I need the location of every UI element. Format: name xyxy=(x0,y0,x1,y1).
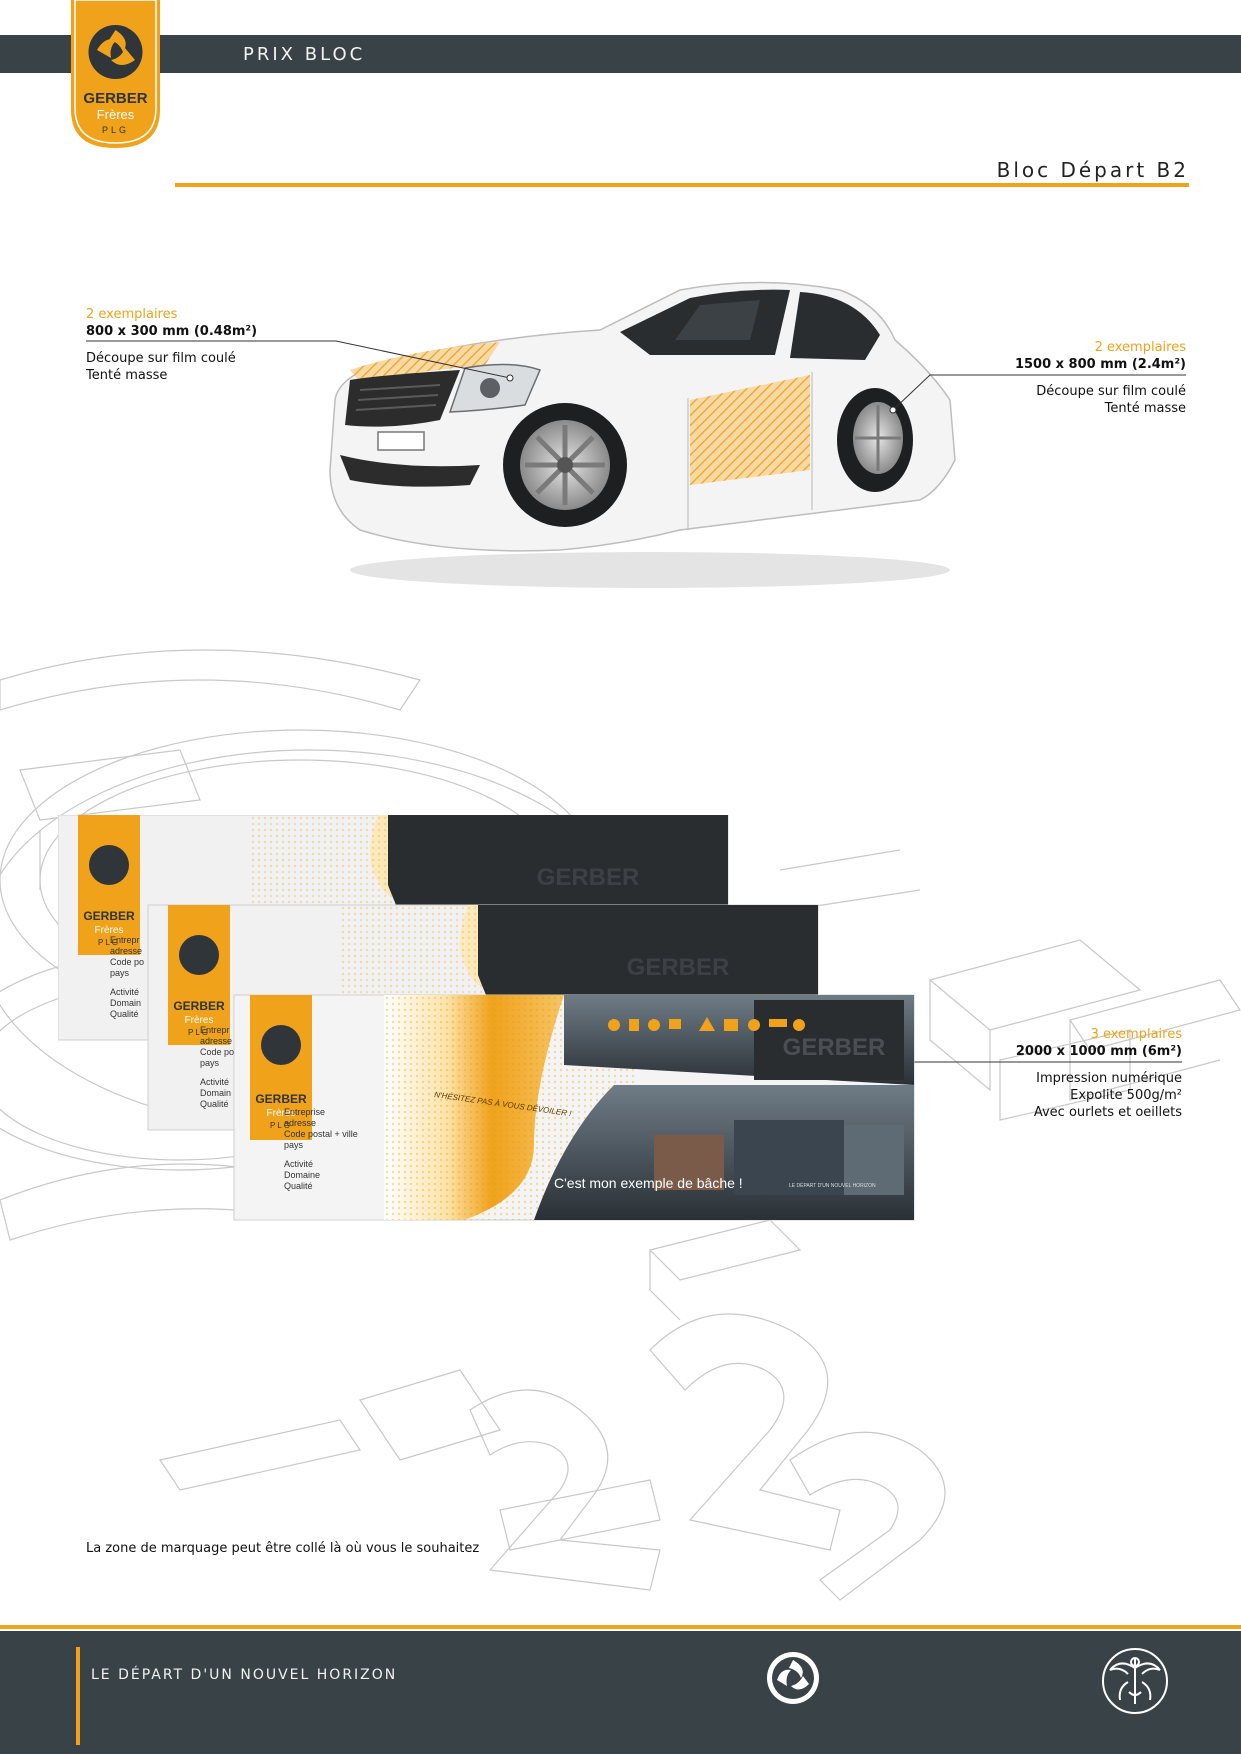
marking-note: La zone de marquage peut être collé là o… xyxy=(86,1541,480,1556)
svg-text:PLG: PLG xyxy=(98,938,120,947)
callout-banner-desc-1: Impression numérique xyxy=(1036,1071,1182,1086)
svg-text:Entrepr: Entrepr xyxy=(110,935,140,945)
callout-door-desc-2: Tenté masse xyxy=(1104,401,1186,416)
section-rule xyxy=(175,183,1189,187)
svg-text:GERBER: GERBER xyxy=(783,1034,886,1061)
callout-hood-dims: 800 x 300 mm (0.48m²) xyxy=(86,324,258,339)
callout-banner-qty: 3 exemplaires xyxy=(1090,1027,1182,1042)
svg-text:Code postal + ville: Code postal + ville xyxy=(284,1129,358,1139)
svg-text:Activité: Activité xyxy=(284,1159,313,1169)
svg-text:GERBER: GERBER xyxy=(255,1092,307,1106)
car-illustration xyxy=(329,281,956,588)
callout-hood-desc-1: Découpe sur film coulé xyxy=(86,351,236,366)
svg-text:Entrepr: Entrepr xyxy=(200,1025,230,1035)
footer-band xyxy=(0,1631,1241,1754)
svg-text:Frères: Frères xyxy=(267,1108,296,1119)
footer-accent-mark xyxy=(76,1647,80,1745)
svg-text:Qualité: Qualité xyxy=(284,1181,313,1191)
svg-text:PLG: PLG xyxy=(188,1028,210,1037)
svg-text:PLG: PLG xyxy=(102,125,129,135)
callout-banner: 3 exemplaires 2000 x 1000 mm (6m²) Impre… xyxy=(942,1026,1182,1121)
svg-text:Activité: Activité xyxy=(110,987,139,997)
svg-text:Frères: Frères xyxy=(95,925,124,936)
svg-text:GERBER: GERBER xyxy=(627,954,730,981)
callout-door-dims: 1500 x 800 mm (2.4m²) xyxy=(1014,357,1186,372)
svg-text:Qualité: Qualité xyxy=(110,1009,139,1019)
callout-banner-desc-3: Avec ourlets et oeillets xyxy=(1033,1105,1182,1120)
callout-banner-dims: 2000 x 1000 mm (6m²) xyxy=(1015,1044,1182,1059)
footer-slogan: LE DÉPART D'UN NOUVEL HORIZON xyxy=(91,1667,398,1683)
section-title: Bloc Départ B2 xyxy=(996,158,1189,182)
svg-text:LE DÉPART D'UN NOUVEL HORIZON: LE DÉPART D'UN NOUVEL HORIZON xyxy=(789,1182,876,1189)
svg-text:GERBER: GERBER xyxy=(173,999,225,1013)
svg-text:pays: pays xyxy=(200,1058,220,1068)
svg-text:GERBER: GERBER xyxy=(83,909,135,923)
svg-text:adresse: adresse xyxy=(284,1118,316,1128)
swirl-logo-icon xyxy=(767,1652,819,1704)
page-heading: PRIX BLOC xyxy=(243,44,366,65)
svg-text:Domaine: Domaine xyxy=(284,1170,320,1180)
svg-text:Entreprise: Entreprise xyxy=(284,1107,325,1117)
svg-text:Code po: Code po xyxy=(200,1047,234,1057)
svg-text:adresse: adresse xyxy=(110,946,142,956)
header-band xyxy=(0,35,1241,73)
gerber-logo-icon: GERBER Frères PLG xyxy=(71,0,160,148)
svg-text:adresse: adresse xyxy=(200,1036,232,1046)
svg-text:Domain: Domain xyxy=(110,998,141,1008)
svg-text:Activité: Activité xyxy=(200,1077,229,1087)
callout-hood: 2 exemplaires 800 x 300 mm (0.48m²) Déco… xyxy=(86,306,346,384)
callout-door: 2 exemplaires 1500 x 800 mm (2.4m²) Déco… xyxy=(946,339,1186,417)
svg-text:GERBER: GERBER xyxy=(83,90,147,107)
svg-text:Domain: Domain xyxy=(200,1088,231,1098)
svg-text:pays: pays xyxy=(110,968,130,978)
dragon-emblem-icon xyxy=(1102,1648,1168,1714)
svg-text:pays: pays xyxy=(284,1140,304,1150)
callout-door-qty: 2 exemplaires xyxy=(1094,340,1186,355)
callout-hood-qty: 2 exemplaires xyxy=(86,307,178,322)
svg-text:Frères: Frères xyxy=(97,107,135,122)
tarp-banner-front: GERBER GERBER Frères PLG Entreprise adre… xyxy=(233,994,915,1221)
svg-text:Qualité: Qualité xyxy=(200,1099,229,1109)
svg-text:C'est mon exemple de bâche !: C'est mon exemple de bâche ! xyxy=(554,1175,743,1191)
tarp-banner-stack: GERBER Frères PLG GERBER Entrepr adresse… xyxy=(58,815,915,1221)
callout-banner-desc-2: Expolite 500g/m² xyxy=(1070,1088,1182,1103)
callout-door-desc-1: Découpe sur film coulé xyxy=(1036,384,1186,399)
svg-text:PLG: PLG xyxy=(270,1121,292,1130)
background-wireframe-letters xyxy=(0,649,1241,1601)
svg-text:GERBER: GERBER xyxy=(537,864,640,891)
svg-text:Frères: Frères xyxy=(185,1015,214,1026)
footer-stripe xyxy=(0,1625,1241,1629)
svg-text:Code po: Code po xyxy=(110,957,144,967)
callout-hood-desc-2: Tenté masse xyxy=(86,368,168,383)
